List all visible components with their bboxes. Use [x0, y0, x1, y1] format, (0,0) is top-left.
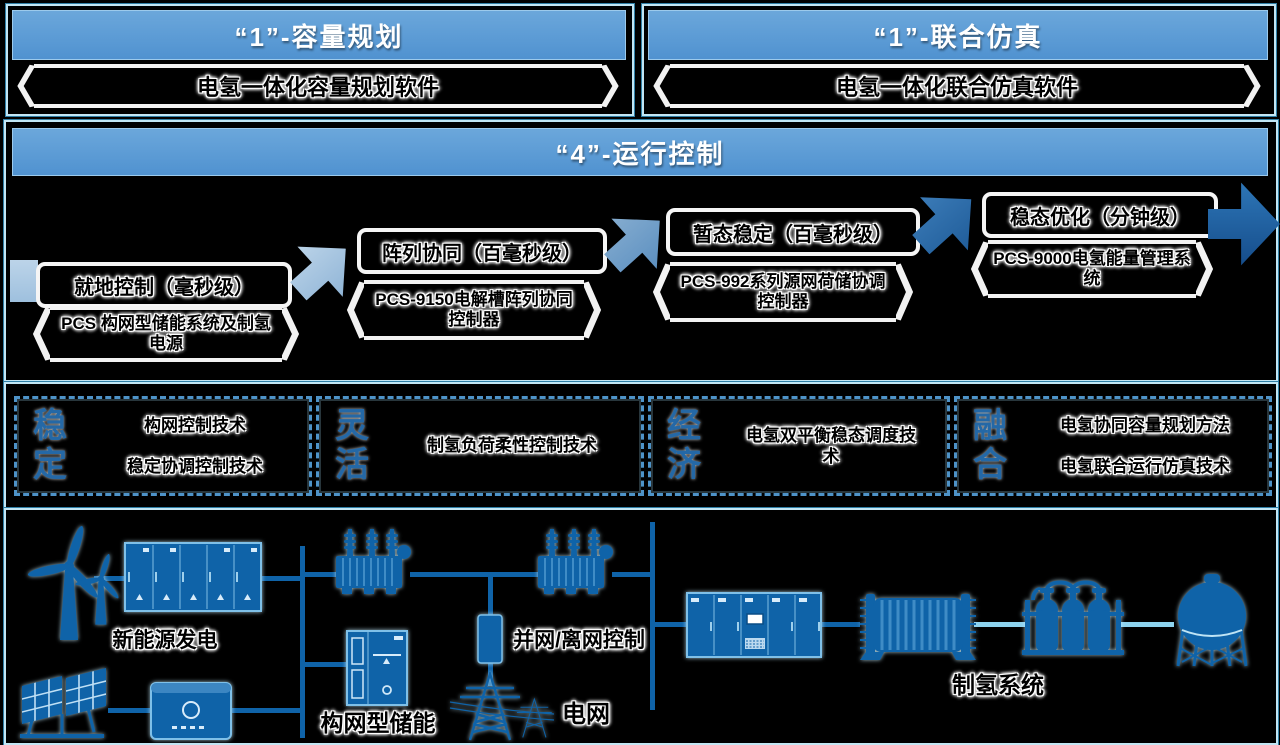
- bus-line-1: [300, 546, 305, 738]
- joint-simulation-box: “1”-联合仿真 电氢一体化联合仿真软件: [642, 4, 1276, 116]
- chevron-right-icon: [602, 64, 620, 108]
- tech-box-flexibility: 灵活 制氢负荷柔性控制技术: [316, 396, 644, 496]
- technology-section: 稳定 构网控制技术 稳定协调控制技术 灵活 制氢负荷柔性控制技术 经济 电氢双平…: [4, 382, 1278, 510]
- wire-bus1-transformer1: [303, 572, 343, 577]
- wire-cabinets-bus1: [260, 576, 304, 581]
- transformer-icon: [334, 526, 412, 600]
- chevron-right-icon: [1196, 240, 1214, 298]
- chevron-left-icon: [970, 240, 988, 298]
- tech-item: 稳定协调控制技术: [127, 456, 263, 476]
- chevron-right-icon: [282, 306, 300, 362]
- operation-control-title: “4”-运行控制: [12, 128, 1268, 176]
- chevron-left-icon: [32, 306, 50, 362]
- tech-item: 电氢双平衡稳态调度技术: [746, 425, 916, 466]
- transformer-icon: [536, 526, 614, 600]
- step-array-coordination: 阵列协同（百毫秒级）: [357, 228, 607, 274]
- capacity-planning-banner: 电氢一体化容量规划软件: [16, 64, 620, 108]
- capacity-planning-box: “1”-容量规划 电氢一体化容量规划软件: [6, 4, 634, 116]
- banner-text: 电氢一体化容量规划软件: [196, 75, 439, 100]
- tech-item: 电氢联合运行仿真技术: [1060, 456, 1230, 476]
- tech-item: 制氢负荷柔性控制技术: [427, 436, 597, 456]
- grid-label: 电网: [562, 701, 610, 728]
- wire-inverter-bus1: [230, 708, 304, 713]
- wire-transformer2-bus2: [612, 572, 654, 577]
- operation-control-section: “4”-运行控制 就地控制（毫秒级） PCS 构网型储能系统及制氢电源 阵列协同…: [4, 120, 1280, 382]
- chevron-left-icon: [346, 280, 364, 340]
- tech-item: 电氢协同容量规划方法: [1060, 416, 1230, 436]
- joint-simulation-banner: 电氢一体化联合仿真软件: [652, 64, 1262, 108]
- product-text: PCS-992系列源网荷储协调控制器: [680, 271, 886, 311]
- bus-line-2: [650, 522, 655, 710]
- hydrogen-system-label: 制氢系统: [952, 672, 1044, 698]
- wire-solar-inverter: [108, 708, 154, 713]
- tech-item: 构网控制技术: [144, 416, 246, 436]
- renewable-generation-label: 新能源发电: [112, 629, 218, 652]
- chevron-right-icon: [1244, 64, 1262, 108]
- keyword-stability: 稳定: [33, 406, 67, 484]
- step-steady-optimization: 稳态优化（分钟级）: [982, 192, 1218, 238]
- wire-transformer1-transformer2: [410, 572, 544, 577]
- product-text: PCS 构网型储能系统及制氢电源: [61, 313, 271, 353]
- product-text: PCS-9150电解槽阵列协同控制器: [375, 289, 573, 329]
- wire-rectifiers-electrolyzer: [818, 622, 860, 627]
- joint-simulation-title: “1”-联合仿真: [648, 10, 1268, 60]
- electrolyzer-icon: [856, 590, 980, 660]
- rectifier-cabinets-icon: [686, 590, 822, 660]
- storage-label: 构网型储能: [320, 710, 436, 736]
- step-array-product-banner: PCS-9150电解槽阵列协同控制器: [346, 280, 602, 340]
- pipe-vessels-tank: [1118, 622, 1174, 627]
- transmission-towers-icon: [448, 672, 556, 742]
- wire-bus2-rectifiers: [653, 622, 689, 627]
- grid-control-label: 并网/离网控制: [513, 629, 645, 652]
- keyword-flexibility: 灵活: [335, 406, 369, 484]
- hydrogen-sphere-tank-icon: [1170, 574, 1254, 670]
- chevron-right-icon: [584, 280, 602, 340]
- step-local-product-banner: PCS 构网型储能系统及制氢电源: [32, 306, 300, 362]
- final-arrow-icon: [1208, 182, 1280, 266]
- step-steady-product-banner: PCS-9000电氢能量管理系统: [970, 240, 1214, 298]
- keyword-integration: 融合: [973, 406, 1007, 484]
- gas-purification-vessels-icon: [1022, 578, 1124, 668]
- system-diagram-section: 新能源发电: [4, 508, 1278, 745]
- banner-text: 电氢一体化联合仿真软件: [835, 75, 1078, 100]
- stair-start-block: [10, 260, 38, 302]
- pcs-battery-containers-icon: [124, 538, 262, 616]
- chevron-left-icon: [652, 64, 670, 108]
- wind-turbine-icon: [16, 526, 126, 646]
- wire-bus1-storage: [303, 662, 349, 667]
- tech-box-economy: 经济 电氢双平衡稳态调度技术: [648, 396, 950, 496]
- tech-box-stability: 稳定 构网控制技术 稳定协调控制技术: [14, 396, 312, 496]
- chevron-left-icon: [652, 262, 670, 322]
- wire-turbine-cabinets: [94, 576, 130, 581]
- step-transient-stability: 暂态稳定（百毫秒级）: [666, 208, 920, 256]
- pipe-electrolyzer-vessels: [974, 622, 1026, 627]
- grid-breaker-icon: [477, 614, 503, 664]
- solar-panels-icon: [18, 666, 110, 740]
- tech-box-integration: 融合 电氢协同容量规划方法 电氢联合运行仿真技术: [954, 396, 1272, 496]
- chevron-right-icon: [896, 262, 914, 322]
- keyword-economy: 经济: [667, 406, 701, 484]
- grid-forming-storage-cabinet-icon: [346, 630, 408, 706]
- inverter-icon: [150, 682, 232, 740]
- step-local-control: 就地控制（毫秒级）: [36, 262, 292, 308]
- chevron-left-icon: [16, 64, 34, 108]
- wire-drop-breaker: [488, 574, 493, 616]
- step-transient-product-banner: PCS-992系列源网荷储协调控制器: [652, 262, 914, 322]
- product-text: PCS-9000电氢能量管理系统: [993, 248, 1191, 288]
- capacity-planning-title: “1”-容量规划: [12, 10, 626, 60]
